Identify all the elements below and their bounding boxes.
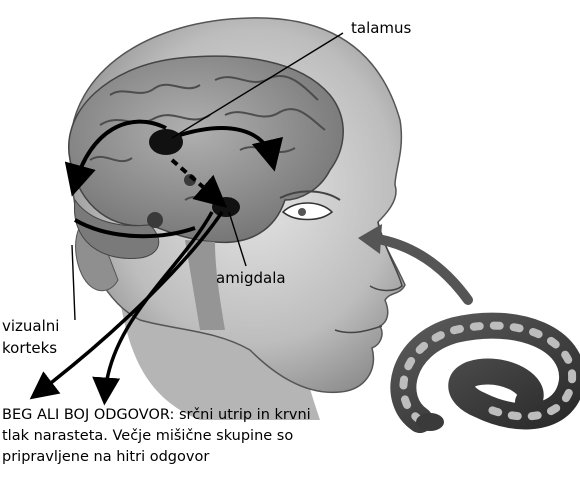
caption-line-1: BEG ALI BOJ ODGOVOR: srčni utrip in krvn… [2, 405, 442, 426]
label-amygdala: amigdala [216, 268, 286, 288]
hippocampus-spiral [147, 212, 163, 228]
caption: BEG ALI BOJ ODGOVOR: srčni utrip in krvn… [2, 405, 442, 468]
caption-line-3: pripravljene na hitri odgovor [2, 447, 442, 468]
amygdala-node [212, 197, 240, 217]
label-thalamus: talamus [351, 18, 411, 38]
label-visual-cortex-line2: korteks [2, 338, 57, 358]
caption-line-2: tlak narasteta. Večje mišične skupine so [2, 426, 442, 447]
label-visual-cortex-line1: vizualni [2, 316, 59, 336]
thalamus-node [149, 129, 183, 155]
